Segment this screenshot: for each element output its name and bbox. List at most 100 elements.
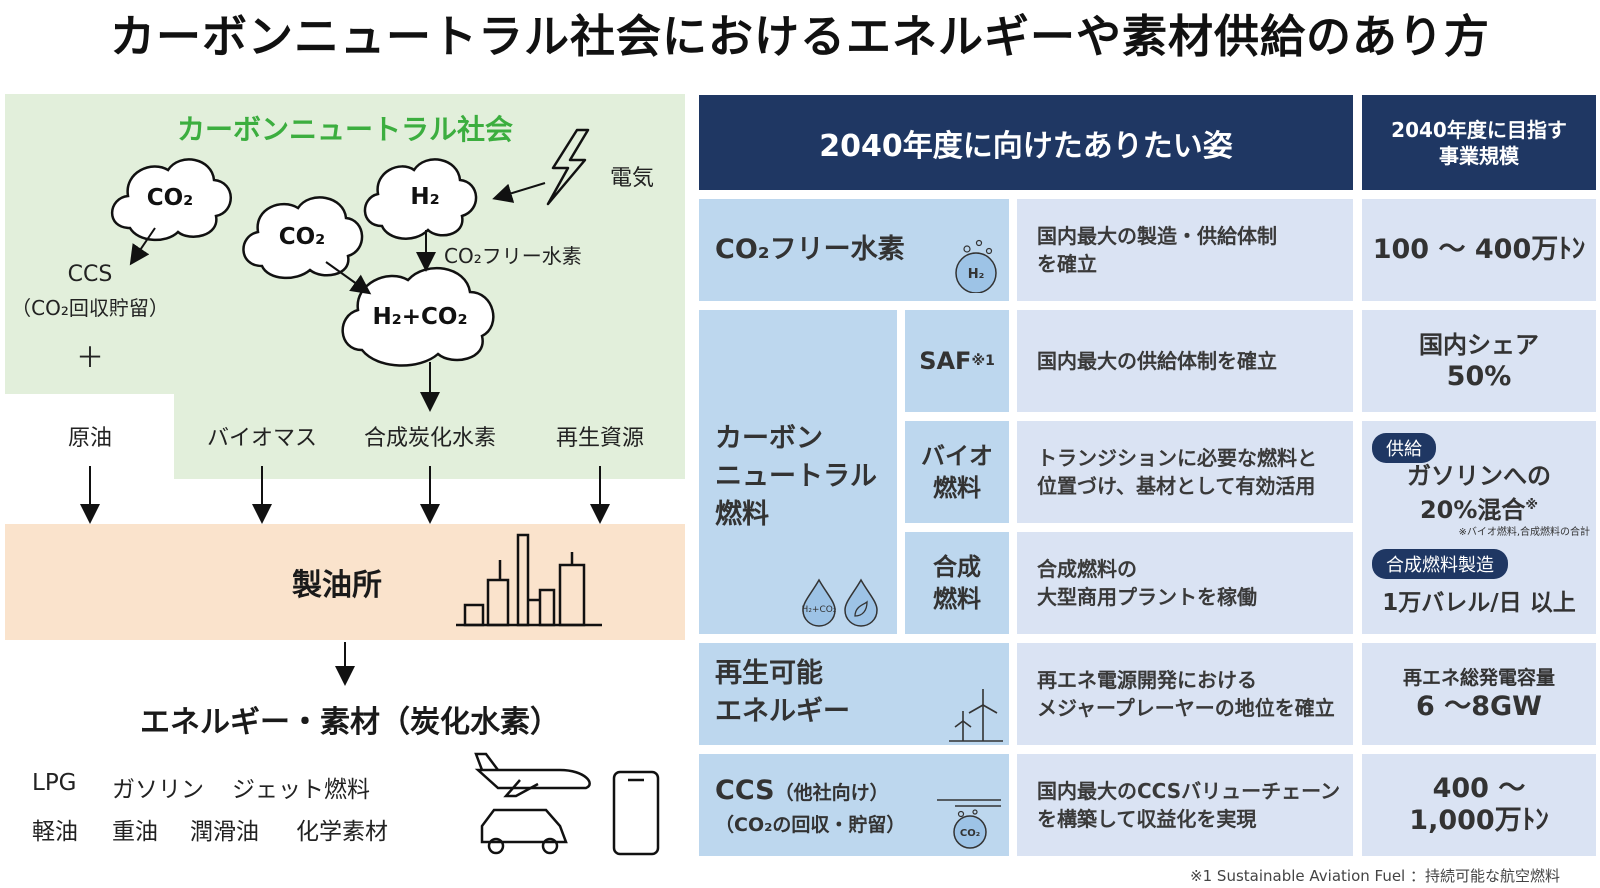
- row-bio-desc: トランジションに必要な燃料と位置づけ、基材として有効活用: [1017, 421, 1353, 523]
- refinery-label: 製油所: [292, 568, 382, 603]
- input-recycled-resources: 再生資源: [555, 426, 644, 451]
- row-renew-desc-line1: 再エネ電源開発における: [1037, 668, 1257, 692]
- supply-line1: ガソリンへの: [1407, 462, 1551, 490]
- row-renew-scale-line2: 6 ～8GW: [1416, 691, 1542, 722]
- cloud-co2-a: [111, 158, 232, 241]
- product-lpg: LPG: [32, 770, 77, 796]
- row-h2-category: CO₂フリー水素 H₂: [699, 199, 1009, 301]
- h2-bubble-text: H₂: [968, 267, 985, 282]
- row-saf-scale-line2: 50%: [1446, 361, 1512, 392]
- row-saf-label: SAF: [919, 347, 972, 375]
- row-renew-scale: 再エネ総発電容量 6 ～8GW: [1362, 643, 1596, 745]
- input-biomass: バイオマス: [206, 426, 317, 451]
- co2-capture-icon: CO₂: [937, 799, 1001, 849]
- plus-sign: ＋: [75, 341, 104, 374]
- row-ccs-desc-line1: 国内最大のCCSバリューチェーン: [1037, 779, 1341, 803]
- row-ccs-scale-line1: 400 ～: [1432, 773, 1526, 804]
- synthetic-pill: 合成燃料製造: [1372, 549, 1508, 579]
- input-crude-oil: 原油: [67, 426, 112, 451]
- row-h2-desc: 国内最大の製造・供給体制を確立: [1017, 199, 1353, 301]
- product-diesel: 軽油: [32, 819, 78, 845]
- row-saf-scale: 国内シェア 50%: [1362, 310, 1596, 412]
- supply-pill: 供給: [1372, 433, 1436, 463]
- society-label: カーボンニュートラル社会: [176, 113, 513, 146]
- synthetic-scale: 1万バレル/日 以上: [1382, 590, 1576, 616]
- product-jet-fuel: ジェット燃料: [232, 777, 370, 803]
- product-gasoline: ガソリン: [112, 777, 204, 803]
- input-synthetic-hydrocarbon: 合成炭化水素: [363, 426, 496, 451]
- row-renew-desc-line2: メジャープレーヤーの地位を確立: [1037, 696, 1335, 720]
- row-saf-scale-line1: 国内シェア: [1419, 331, 1539, 359]
- row-renew-desc: 再エネ電源開発におけるメジャープレーヤーの地位を確立: [1017, 643, 1353, 745]
- cloud-co2-b-label: CO₂: [278, 224, 326, 250]
- row-renew-line2: エネルギー: [715, 696, 850, 727]
- row-saf-label-cell: SAF※1: [905, 310, 1009, 412]
- row-saf-note: ※1: [971, 353, 995, 369]
- row-bio-label-line2: 燃料: [933, 474, 981, 502]
- refinery-icon: [456, 533, 602, 627]
- fuel-drop-icons: H₂+CO₂: [802, 578, 878, 627]
- refinery-band: [5, 524, 685, 640]
- row-bio-syn-scale: 供給 ガソリンへの 20%混合※ ※バイオ燃料,合成燃料の合計 合成燃料製造 1…: [1362, 421, 1596, 634]
- leaf-drop-icon: [844, 578, 878, 627]
- row-cn-fuel-line3: 燃料: [715, 499, 769, 530]
- h2-bubble-icon: H₂: [955, 239, 997, 293]
- row-cn-fuel-category-label: カーボン ニュートラル 燃料: [715, 420, 877, 534]
- cloud-h2: [363, 158, 478, 240]
- row-ccs-category-line1: CCS（他社向け）: [715, 772, 889, 810]
- ccs-label: CCS: [67, 262, 113, 287]
- row-ccs-category: CCS（他社向け） （CO₂の回収・貯留） CO₂: [699, 754, 1009, 856]
- row-ccs-category-line2: （CO₂の回収・貯留）: [715, 814, 906, 836]
- header-scale-line1: 2040年度に目指す: [1391, 117, 1567, 142]
- co2-free-h2-label: CO₂フリー水素: [444, 244, 582, 268]
- row-cn-fuel-line2: ニュートラル: [715, 461, 877, 492]
- product-heavy-oil: 重油: [112, 819, 158, 845]
- smartphone-icon: [612, 770, 660, 856]
- row-ccs-scale: 400 ～ 1,000万ﾄﾝ: [1362, 754, 1596, 856]
- page-title: カーボンニュートラル社会におけるエネルギーや素材供給のあり方: [109, 10, 1490, 63]
- electricity-label: 電気: [610, 166, 655, 191]
- row-cn-fuel-line1: カーボン: [715, 423, 823, 454]
- h2co2-drop-text: H₂+CO₂: [802, 605, 837, 615]
- row-ccs-desc-line2: を構築して収益化を実現: [1037, 807, 1257, 831]
- diagram-graphics: [80, 128, 660, 856]
- airplane-icon: [474, 752, 591, 798]
- footnote: ※1 Sustainable Aviation Fuel ：持続可能な航空燃料: [1190, 867, 1560, 885]
- row-bio-desc-line1: トランジションに必要な燃料と: [1037, 446, 1317, 470]
- cloud-h2-co2: [341, 266, 495, 367]
- row-h2-category-label: CO₂フリー水素: [715, 234, 905, 265]
- row-renew-category: 再生可能 エネルギー: [699, 643, 1009, 745]
- ccs-note: （CO₂回収貯留）: [11, 296, 169, 320]
- product-chemicals: 化学素材: [296, 819, 388, 845]
- row-bio-label-line1: バイオ: [921, 442, 993, 470]
- h2co2-drop-icon: [802, 578, 836, 627]
- row-ccs-scale-line2: 1,000万ﾄﾝ: [1409, 805, 1549, 836]
- supply-value: ガソリンへの 20%混合※: [1362, 461, 1596, 525]
- row-syn-desc-line2: 大型商用プラントを稼働: [1037, 585, 1257, 609]
- row-renew-category-label: 再生可能 エネルギー: [715, 655, 850, 731]
- cloud-h2-co2-label: H₂+CO₂: [372, 304, 468, 330]
- row-h2-desc-line1: 国内最大の製造・供給体制: [1037, 224, 1277, 248]
- products-title: エネルギー・素材（炭化水素）: [140, 705, 560, 740]
- row-syn-desc-line1: 合成燃料の: [1037, 557, 1137, 581]
- row-h2-desc-line2: を確立: [1037, 252, 1097, 276]
- header-vision: 2040年度に向けたありたい姿: [699, 95, 1353, 190]
- wind-turbine-icon: [949, 689, 1003, 742]
- cloud-co2-b: [242, 196, 364, 279]
- co2-capture-text: CO₂: [960, 828, 980, 839]
- row-ccs-category-sub: （他社向け）: [774, 782, 889, 804]
- row-ccs-category-main: CCS: [715, 775, 775, 806]
- row-ccs-desc: 国内最大のCCSバリューチェーンを構築して収益化を実現: [1017, 754, 1353, 856]
- row-renew-line1: 再生可能: [715, 658, 823, 689]
- product-lubricant: 潤滑油: [190, 819, 259, 845]
- car-icon: [480, 808, 568, 855]
- supply-line2: 20%混合: [1419, 496, 1526, 524]
- cloud-co2-a-label: CO₂: [146, 185, 194, 211]
- row-syn-desc: 合成燃料の大型商用プラントを稼働: [1017, 532, 1353, 634]
- row-syn-label-cell: 合成 燃料: [905, 532, 1009, 634]
- row-bio-desc-line2: 位置づけ、基材として有効活用: [1037, 474, 1316, 498]
- row-saf-desc-text: 国内最大の供給体制を確立: [1037, 349, 1277, 373]
- header-scale: 2040年度に目指す 事業規模: [1362, 95, 1596, 190]
- supply-note: ※バイオ燃料,合成燃料の合計: [1458, 527, 1590, 538]
- row-h2-scale: 100 ～ 400万ﾄﾝ: [1362, 199, 1596, 301]
